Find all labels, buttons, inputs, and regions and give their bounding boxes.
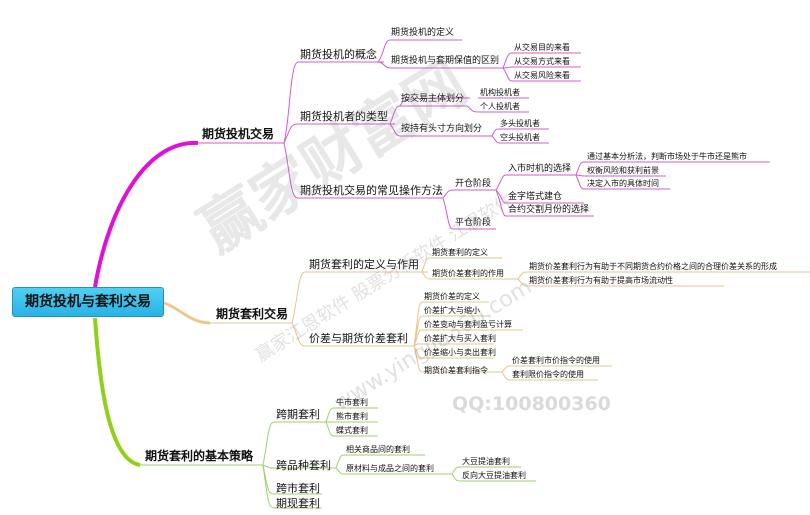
subtopic-spec-ops[interactable]: 期货投机交易的常见操作方法 (300, 184, 443, 197)
node-open-stage[interactable]: 开仓阶段 (455, 179, 492, 189)
topic-basic-strategies[interactable]: 期货套利的基本策略 (145, 449, 254, 463)
leaf-raw-2[interactable]: 反向大豆提油套利 (462, 471, 526, 480)
subtopic-spec-types[interactable]: 期货投机者的类型 (300, 110, 388, 123)
subtopic-intertemporal[interactable]: 跨期套利 (276, 408, 320, 421)
leaf-inter-3[interactable]: 蝶式套利 (336, 426, 368, 435)
node-raw-material[interactable]: 原材料与成品之间的套利 (346, 464, 434, 473)
topic-futures-speculation[interactable]: 期货投机交易 (202, 127, 275, 141)
leaf-role-1[interactable]: 期货价差套利行为有助于不同期货合约价格之间的合理价差关系的形成 (529, 262, 777, 271)
leaf-spread-4[interactable]: 价差扩大与买入套利 (424, 334, 496, 343)
node-arb-role[interactable]: 期货价差套利的作用 (432, 269, 504, 278)
branch-curve-spec (93, 140, 199, 288)
leaf-diff-1[interactable]: 从交易目的来看 (514, 43, 570, 52)
leaf-subject-2[interactable]: 个人投机者 (480, 102, 520, 111)
subtopic-spec-concept[interactable]: 期货投机的概念 (300, 48, 377, 61)
subtopic-cash-futures[interactable]: 期现套利 (276, 497, 320, 510)
leaf-spread-1[interactable]: 期货价差的定义 (424, 292, 480, 301)
subtopic-arb-definition[interactable]: 期货套利的定义与作用 (309, 258, 419, 271)
node-timing[interactable]: 入市时机的选择 (508, 164, 572, 174)
leaf-position-1[interactable]: 多头投机者 (500, 119, 540, 128)
node-spread-orders[interactable]: 期货价差套利指令 (424, 366, 488, 375)
node-spec-diff[interactable]: 期货投机与套期保值的区别 (391, 56, 500, 66)
leaf-inter-2[interactable]: 熊市套利 (336, 412, 368, 421)
subtopic-intercommodity[interactable]: 跨品种套利 (276, 459, 331, 472)
leaf-diff-3[interactable]: 从交易风险来看 (514, 71, 570, 80)
leaf-timing-3[interactable]: 决定入市的具体时间 (587, 179, 659, 188)
node-contract-month[interactable]: 合约交割月份的选择 (508, 205, 590, 215)
leaf-raw-1[interactable]: 大豆提油套利 (462, 457, 510, 466)
leaf-order-2[interactable]: 套利限价指令的使用 (512, 370, 584, 379)
leaf-diff-2[interactable]: 从交易方式来看 (514, 57, 570, 66)
node-related[interactable]: 相关商品间的套利 (346, 445, 410, 454)
leaf-timing-1[interactable]: 通过基本分析法，判断市场处于牛市还是熊市 (587, 152, 747, 161)
leaf-spread-3[interactable]: 价差变动与套利盈亏计算 (424, 320, 512, 329)
node-close-stage[interactable]: 平仓阶段 (455, 218, 492, 228)
node-spec-definition[interactable]: 期货投机的定义 (391, 28, 455, 38)
subtopic-arb-spread[interactable]: 价差与期货价差套利 (309, 332, 408, 345)
topic-futures-arbitrage[interactable]: 期货套利交易 (216, 307, 289, 321)
leaf-subject-1[interactable]: 机构投机者 (480, 88, 520, 97)
node-arb-definition[interactable]: 期货套利的定义 (432, 248, 488, 257)
root-topic[interactable]: 期货投机与套利交易 (12, 287, 164, 317)
subtopic-intermarket[interactable]: 跨市套利 (276, 482, 320, 495)
leaf-order-1[interactable]: 价差套利市价指令的使用 (512, 356, 600, 365)
leaf-timing-2[interactable]: 权衡风险和获利前景 (587, 166, 659, 175)
branch-curve-arb (163, 301, 211, 325)
node-pyramid[interactable]: 金字塔式建仓 (508, 192, 563, 202)
leaf-inter-1[interactable]: 牛市套利 (336, 398, 368, 407)
leaf-position-2[interactable]: 空头投机者 (500, 133, 540, 142)
leaf-spread-2[interactable]: 价差扩大与缩小 (424, 306, 480, 315)
node-by-subject[interactable]: 按交易主体划分 (401, 94, 465, 104)
leaf-spread-5[interactable]: 价差缩小与卖出套利 (424, 348, 496, 357)
node-by-position[interactable]: 按持有头寸方向划分 (401, 124, 483, 134)
branch-curve-strat (93, 317, 141, 467)
leaf-role-2[interactable]: 期货价差套利行为有助于提高市场流动性 (529, 276, 673, 285)
